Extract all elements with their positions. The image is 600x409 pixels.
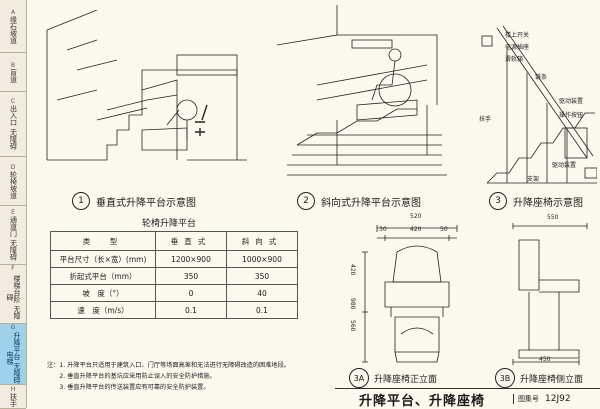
- fig3b-caption: 3B 升降座椅侧立面: [495, 368, 583, 388]
- vertical-lift-illustration: [46, 10, 247, 161]
- fig1-caption: 1 垂直式升降平台示意图: [72, 192, 196, 210]
- title-block: 升降平台、升降座椅 图集号 12J92: [335, 388, 600, 409]
- fig3-caption: 3 升降座椅示意图: [489, 192, 583, 210]
- table-title: 轮椅升降平台: [142, 219, 197, 229]
- drawing-page: 1 垂直式升降平台示意图 2 斜向式升降平台示意图 楼上开关 电源插座 滑轨箱 …: [27, 0, 600, 409]
- notes: 注：1. 升降平台只适用于建筑入口、门厅等场面高差和无法进行无障碍改造的困难地段…: [47, 362, 290, 391]
- stair-chair-illustration: [481, 25, 597, 184]
- chair-side-elevation: [512, 223, 588, 365]
- inclined-lift-illustration: [277, 5, 447, 176]
- chair-front-elevation: [362, 225, 458, 363]
- page-title: 升降平台、升降座椅: [359, 393, 486, 409]
- fig3a-caption: 3A 升降座椅正立面: [349, 368, 437, 388]
- fig2-caption: 2 斜向式升降平台示意图: [297, 192, 421, 210]
- table-header-row: 类 型 垂直式 斜向式: [50, 231, 298, 251]
